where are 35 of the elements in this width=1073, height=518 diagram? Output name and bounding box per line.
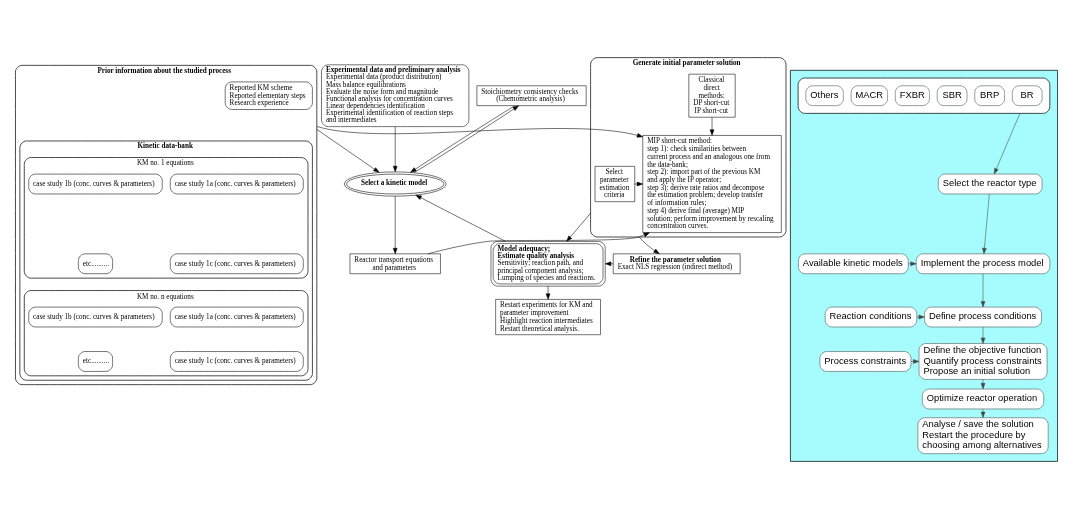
node-box: Define process conditions <box>924 306 1042 327</box>
arrow <box>638 236 660 254</box>
node-box: BRP <box>974 85 1005 106</box>
node-box: FXBR <box>895 85 930 106</box>
arrow <box>427 231 650 254</box>
arrow <box>316 125 644 137</box>
arrow <box>908 261 917 266</box>
node-box: Analyse / save the solution Restart the procedure by choosing among alternatives <box>917 417 1049 454</box>
arrow <box>980 273 986 307</box>
node-box: SBR <box>936 85 968 106</box>
arrow <box>316 128 380 173</box>
arrow <box>605 261 614 266</box>
node-box: Define the objective function Quantify process constraints Propose an initial solution <box>918 342 1048 380</box>
arrow <box>910 358 920 364</box>
node-box: Select the reactor type <box>938 173 1043 194</box>
arrow <box>916 314 925 319</box>
node-box: Optimize reactor operation <box>922 388 1044 409</box>
node-box: BR <box>1012 85 1043 106</box>
arrow <box>566 212 591 242</box>
node-box: MACR <box>850 85 888 106</box>
arrow <box>980 378 986 389</box>
arrow <box>709 116 715 136</box>
arrow <box>415 194 506 242</box>
arrow <box>980 326 986 344</box>
arrow <box>982 193 990 254</box>
node-box: Implement the process model <box>915 253 1051 274</box>
arrow <box>634 181 643 186</box>
arrow <box>980 408 986 418</box>
arrow <box>393 195 398 254</box>
cluster <box>797 77 1051 114</box>
arrow <box>545 285 551 300</box>
cluster <box>790 69 1058 462</box>
arrow <box>393 126 398 172</box>
arrow <box>993 112 1021 174</box>
node-box: Others <box>805 85 844 106</box>
